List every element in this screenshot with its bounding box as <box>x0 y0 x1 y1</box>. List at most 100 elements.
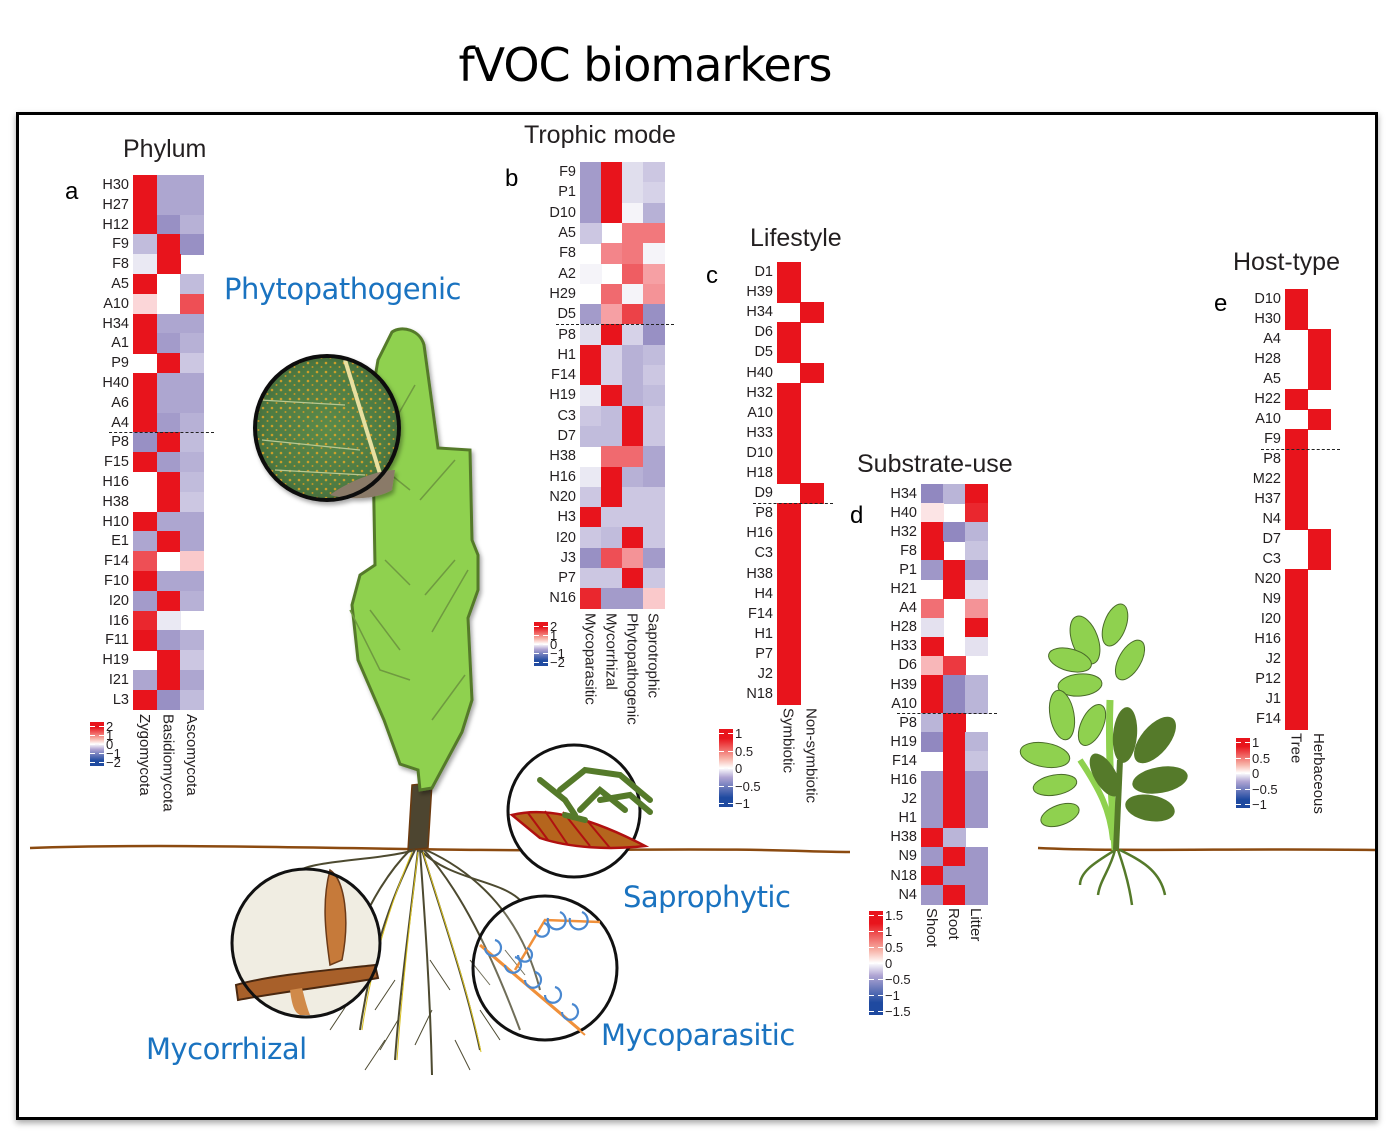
heatmap-cell <box>1308 569 1331 590</box>
heatmap-cell <box>643 446 665 467</box>
row-label: H34 <box>890 485 917 502</box>
legend-tick-mark <box>1236 773 1241 774</box>
heatmap-cell <box>777 563 801 585</box>
row-label: H38 <box>746 565 773 582</box>
heatmap-cell <box>643 385 665 407</box>
heatmap-cell <box>1285 629 1308 650</box>
heatmap-cell <box>643 466 665 488</box>
heatmap-cell <box>133 194 157 216</box>
row-label: M22 <box>1252 471 1281 487</box>
row-label: H1 <box>754 625 773 642</box>
heatmap-cell <box>800 282 824 303</box>
row-label: H30 <box>1254 311 1281 327</box>
heatmap-cell <box>180 511 204 532</box>
row-label: F14 <box>551 367 576 384</box>
heatmap-cell <box>965 751 988 771</box>
heatmap-cell <box>943 808 966 829</box>
column-label: Ascomycota <box>182 713 200 796</box>
heatmap-cell <box>156 175 181 196</box>
row-label: H32 <box>890 523 917 540</box>
heatmap-cell <box>1285 489 1308 510</box>
row-label: C3 <box>1262 551 1281 567</box>
legend-tick-mark <box>869 963 874 964</box>
heatmap-cell <box>943 846 966 867</box>
heatmap-cell <box>1308 309 1331 330</box>
row-label: A10 <box>747 404 773 421</box>
row-label: N20 <box>549 488 576 505</box>
heatmap-cell <box>1308 629 1331 650</box>
heatmap-cell <box>1308 589 1331 610</box>
heatmap-cell <box>643 507 665 528</box>
heatmap-cell <box>1285 409 1308 430</box>
row-label: F10 <box>104 572 129 589</box>
row-label: H40 <box>746 364 773 381</box>
heatmap-cell <box>180 630 204 651</box>
heatmap-cell <box>580 527 602 549</box>
heatmap-cell <box>580 466 602 488</box>
heatmap-cell <box>943 866 966 886</box>
heatmap-cell <box>943 885 966 905</box>
label-saprophytic: Saprophytic <box>623 880 791 914</box>
legend-tick-label: −1 <box>106 746 121 761</box>
legend-tick-label: 2 <box>550 619 558 634</box>
heatmap-cell <box>777 684 801 705</box>
heatmap-cell <box>601 283 623 305</box>
heatmap-cell <box>133 254 157 275</box>
heatmap-cell <box>777 422 801 444</box>
heatmap-cell <box>1285 509 1308 530</box>
row-label: H12 <box>102 216 129 233</box>
heatmap-cell <box>601 527 623 549</box>
heatmap-cell <box>580 162 602 183</box>
heatmap-cell <box>1285 689 1308 710</box>
heatmap-cell <box>1285 309 1308 330</box>
row-label: N16 <box>549 590 576 607</box>
color-legend-bar <box>534 622 548 666</box>
heatmap-cell <box>580 365 602 386</box>
legend-tick-mark <box>1245 773 1250 774</box>
heatmap-cell <box>921 484 944 504</box>
heatmap-cell <box>1285 529 1308 550</box>
color-legend-bar <box>1236 738 1250 808</box>
row-label: H40 <box>102 374 129 391</box>
heatmap-cell <box>1308 389 1331 410</box>
row-label: F11 <box>105 632 129 649</box>
heatmap-cell <box>601 588 623 610</box>
legend-tick-label: 1 <box>550 628 558 643</box>
heatmap-cell <box>133 531 157 552</box>
legend-tick-mark <box>90 735 95 736</box>
heatmap-cell <box>180 491 204 513</box>
heatmap-cell <box>1285 469 1308 490</box>
heatmap-cell <box>1308 609 1331 630</box>
heatmap-cell <box>156 432 181 453</box>
heatmap-cell <box>1308 289 1331 310</box>
legend-tick-mark <box>878 979 883 980</box>
heatmap-cell <box>943 751 966 771</box>
row-label: H21 <box>890 581 917 598</box>
heatmap-cell <box>580 547 602 569</box>
heatmap-cell <box>643 425 665 447</box>
legend-tick-mark <box>90 744 95 745</box>
heatmap-cell <box>1285 349 1308 370</box>
group-divider <box>897 713 997 715</box>
legend-tick-label: 0.5 <box>885 940 904 955</box>
legend-tick-label: 0 <box>1252 766 1260 781</box>
heatmap-cell <box>156 313 181 334</box>
heatmap-cell <box>180 214 204 235</box>
row-label: H16 <box>102 473 129 490</box>
heatmap-cell <box>156 373 181 394</box>
heatmap-cell <box>601 182 623 204</box>
heatmap-cell <box>580 507 602 528</box>
row-label: H37 <box>1254 491 1281 507</box>
heatmap-cell <box>580 324 602 346</box>
panel-letter: e <box>1214 290 1228 317</box>
heatmap-cell <box>1285 649 1308 670</box>
heatmap-cell <box>921 636 944 657</box>
legend-tick-mark <box>728 785 733 787</box>
heatmap-cell <box>133 274 157 295</box>
heatmap-cell <box>133 571 157 592</box>
column-label: Litter <box>967 908 984 942</box>
heatmap-cell <box>1307 549 1331 570</box>
heatmap-cell <box>921 751 944 771</box>
row-label: H27 <box>102 196 129 213</box>
heatmap-cell <box>133 333 157 354</box>
